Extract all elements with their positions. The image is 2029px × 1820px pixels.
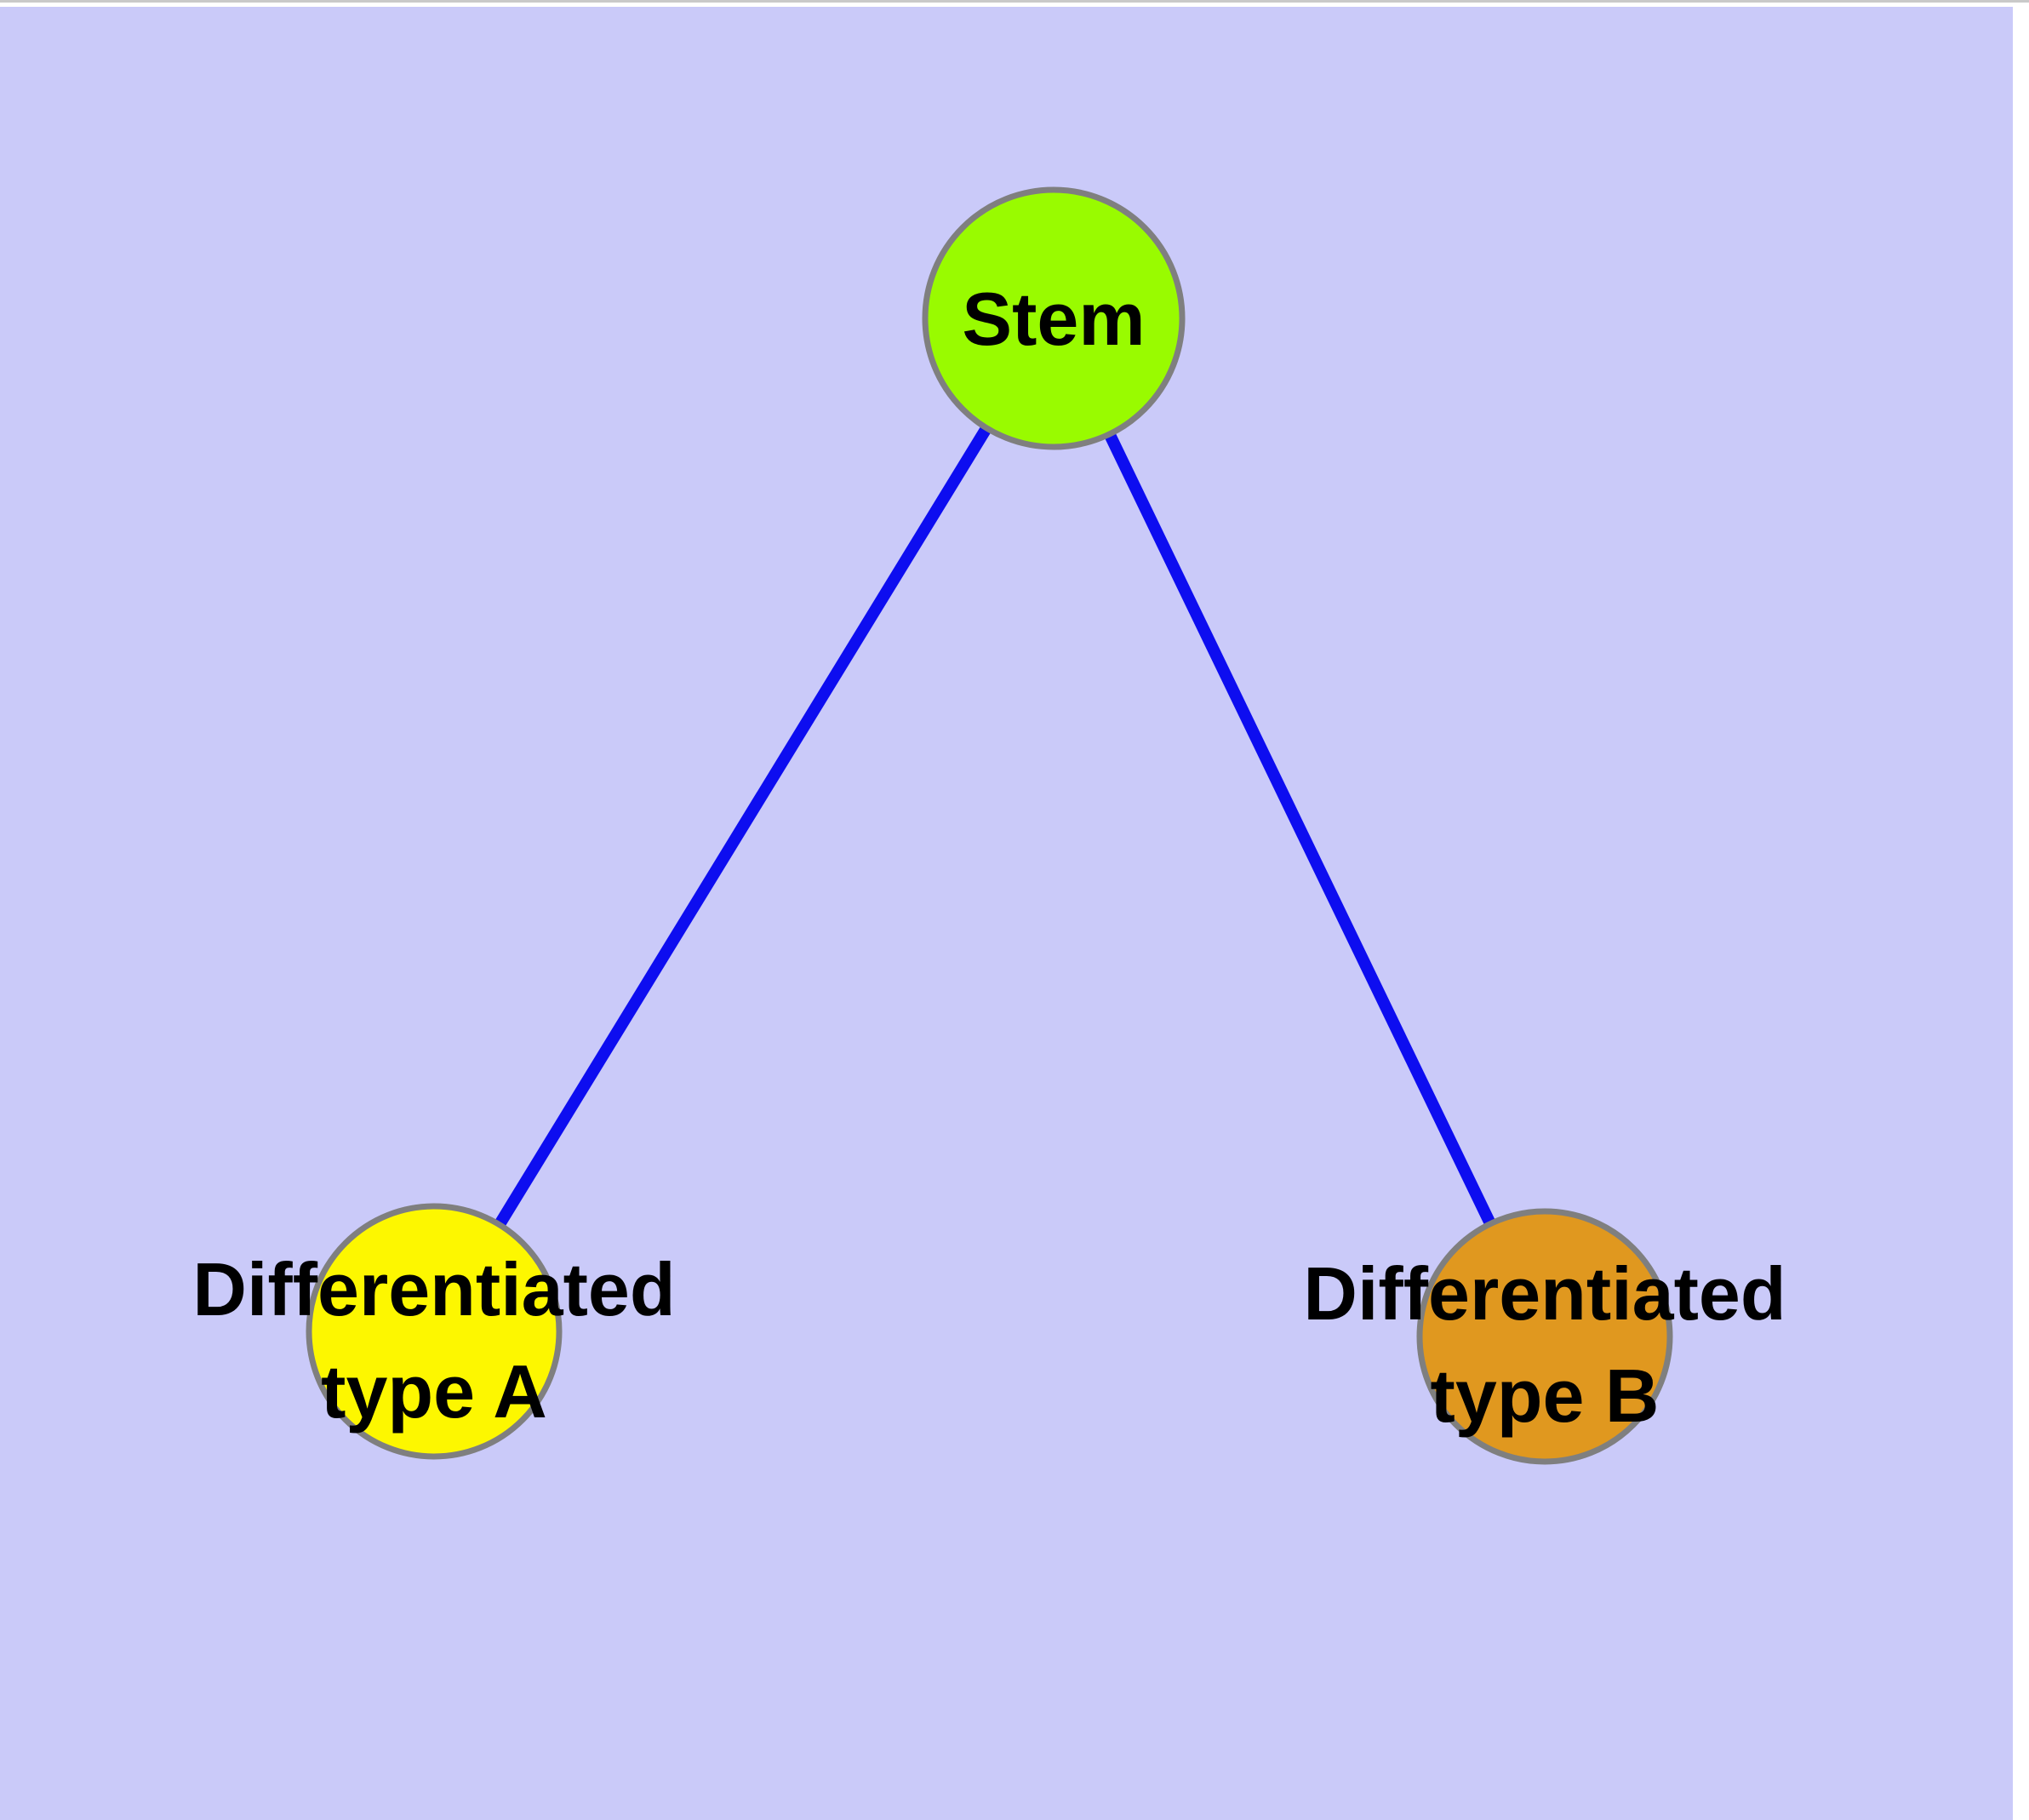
edge-stem-to-type-b[interactable] <box>1048 315 1551 1340</box>
node-type-a-circle[interactable] <box>306 1203 563 1460</box>
node-differentiated-type-b[interactable]: Differentiated type B <box>1303 1208 1786 1465</box>
node-differentiated-type-a[interactable]: Differentiated type A <box>192 1203 676 1460</box>
node-type-b-label-line2: type B <box>1431 1354 1660 1438</box>
node-type-a-label-line1: Differentiated <box>192 1247 675 1331</box>
node-stem[interactable]: Stem <box>922 186 1186 450</box>
node-type-a-label-line2: type A <box>321 1349 547 1434</box>
node-stem-label: Stem <box>962 277 1145 361</box>
node-type-b-label-line1: Differentiated <box>1303 1251 1786 1336</box>
node-type-b-circle[interactable] <box>1416 1208 1673 1465</box>
node-stem-circle[interactable] <box>922 186 1186 450</box>
top-border-line <box>0 0 2029 3</box>
edge-stem-to-type-a[interactable] <box>429 315 1059 1335</box>
